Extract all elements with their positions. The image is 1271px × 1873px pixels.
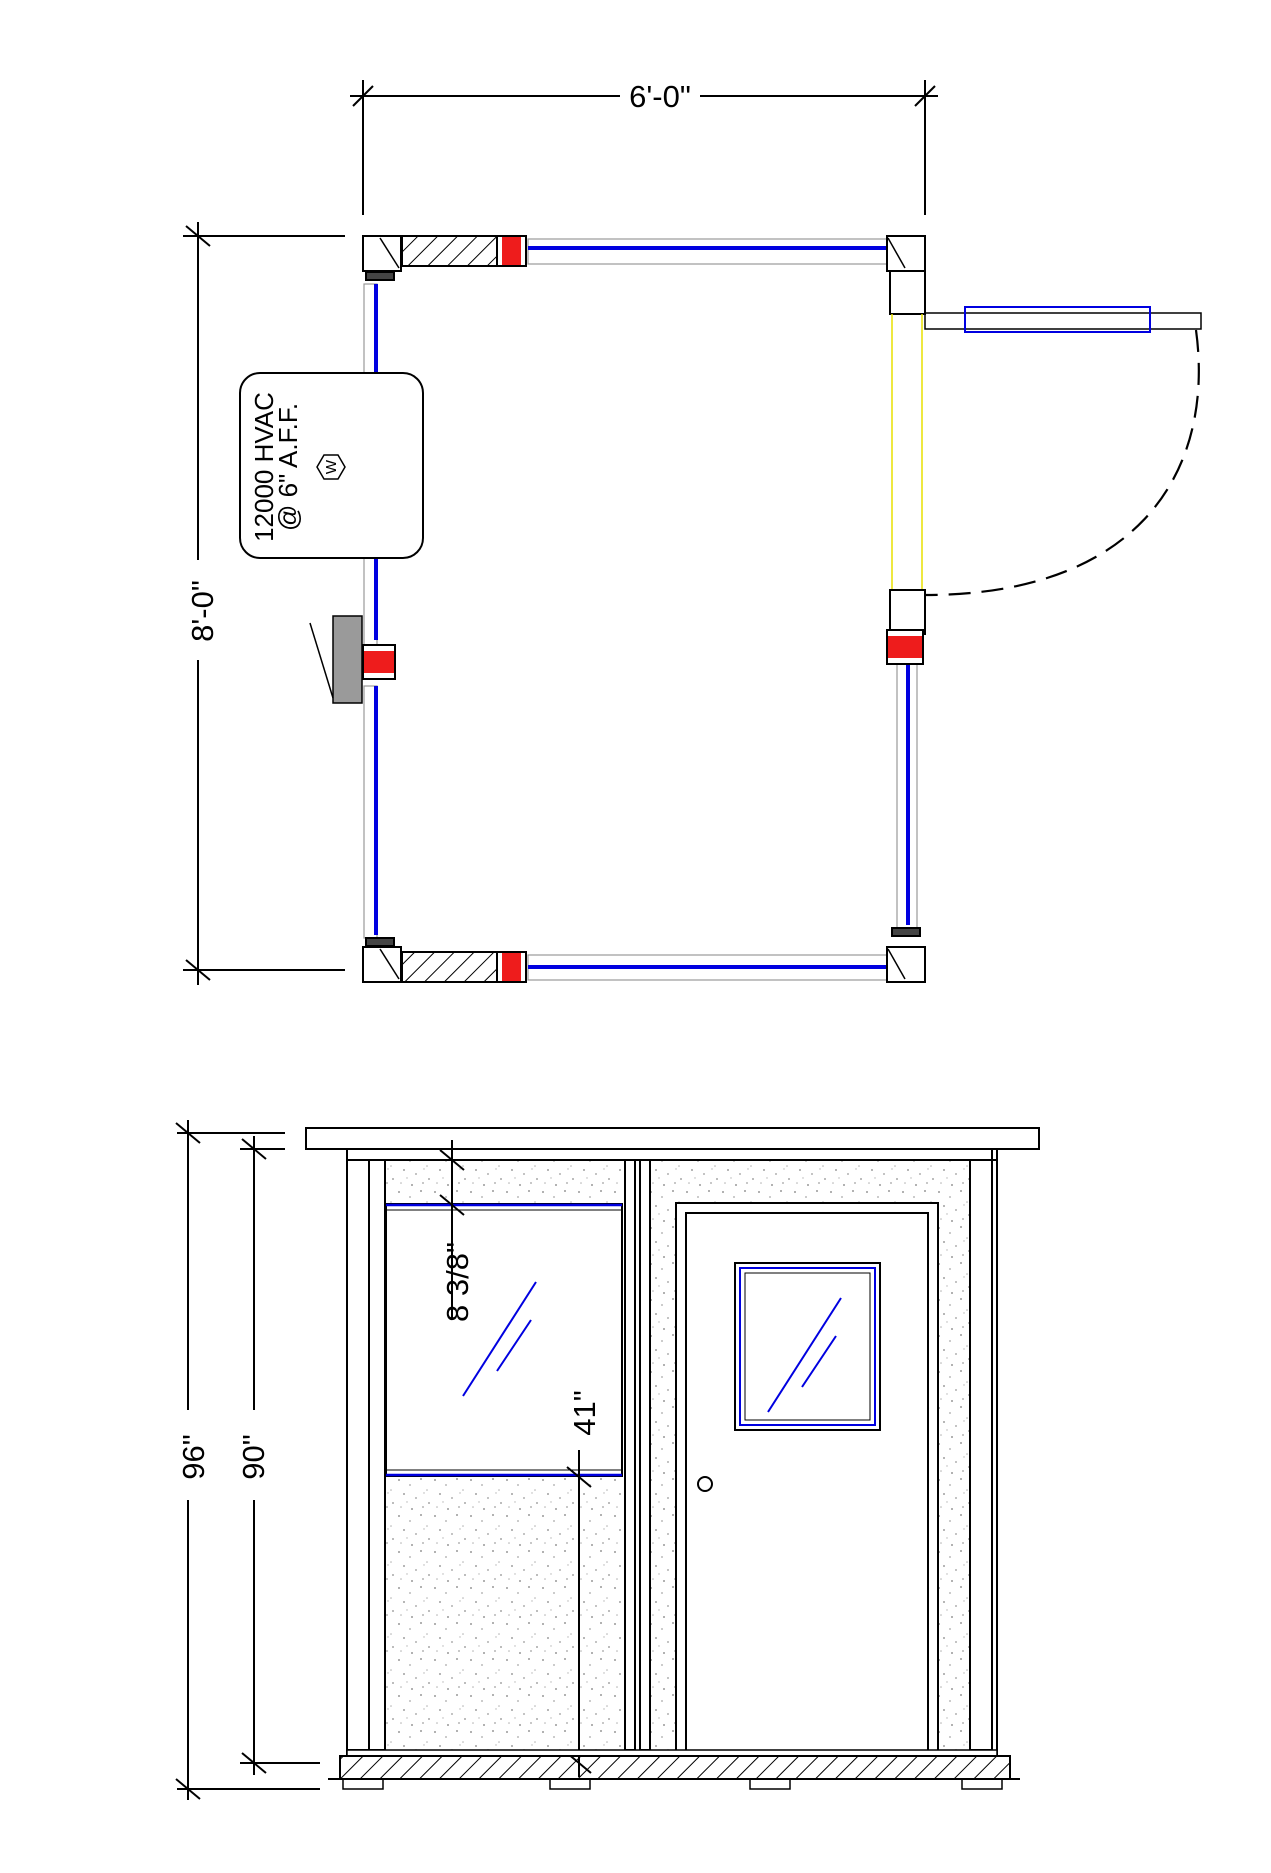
wall-height-dimension-label: 90": [236, 1434, 271, 1480]
header-dimension-label: 8 3/8": [440, 1242, 475, 1322]
mid-posts: [362, 235, 924, 983]
side-window: [385, 1203, 623, 1477]
wall-height-dimension: [240, 1136, 320, 1775]
corner-posts: [362, 235, 926, 983]
hvac-badge-hexagon: [316, 454, 346, 480]
stucco-panel-lower-left: [385, 1474, 622, 1750]
stucco-panel-upper-left: [385, 1160, 622, 1203]
ac-unit: [309, 615, 363, 704]
hvac-note-line2: @ 6" A.F.F.: [273, 403, 303, 531]
door-swing: [924, 306, 1202, 597]
hvac-badge-label: W: [323, 459, 340, 474]
length-dimension-label: 8'-0": [185, 580, 220, 642]
front-elevation: 96" 90": [175, 1120, 1040, 1800]
pilasters: [346, 1148, 998, 1757]
width-dimension: [350, 80, 938, 215]
overall-height-dimension-label: 96": [176, 1434, 211, 1480]
overall-height-dimension: [175, 1120, 320, 1800]
hvac-note-line1: 12000 HVAC: [249, 392, 279, 542]
roof-slab: [305, 1127, 1040, 1150]
top-wall: [401, 235, 891, 267]
bottom-wall: [401, 951, 891, 983]
header-dimension: [439, 1140, 465, 1320]
door-knob: [697, 1476, 713, 1492]
width-dimension-label: 6'-0": [629, 79, 691, 114]
window-sill-dimension-label: 41": [567, 1390, 602, 1436]
base-skid: [328, 1749, 1020, 1790]
entry-door: [675, 1202, 939, 1757]
hvac-note-callout: 12000 HVAC @ 6" A.F.F. W: [239, 372, 424, 559]
floor-plan: 6'-0" 8'-0": [183, 79, 1202, 985]
right-wall: [889, 269, 926, 929]
length-dimension: [183, 222, 345, 985]
